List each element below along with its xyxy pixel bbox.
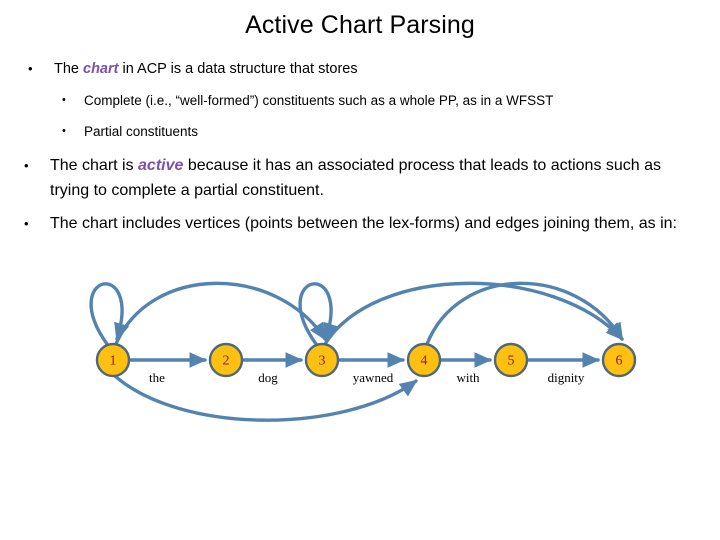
bullet-marker: • [62,125,66,137]
vertices-layer: 1 2 3 4 5 6 [95,342,637,378]
bullet-item-2: • The chart is active because it has an … [24,153,689,203]
bullet-text-segment: because it has an associated process tha… [50,157,662,199]
bullet-text-2: The chart is active because it has an as… [50,153,689,203]
edge-3-to-6 [323,281,624,346]
edge-3-to-3 [298,282,339,346]
vertex-label-3: 3 [319,354,326,369]
vertex-label-5: 5 [508,354,515,369]
word-label-5: dignity [548,370,585,385]
edge-4-to-6 [425,281,624,346]
bullet-item-1b: • Partial constituents [62,121,692,142]
bullet-text-1b: Partial constituents [84,124,199,139]
edges-layer [89,281,624,422]
bullet-item-1a: • Complete (i.e., “well-formed”) constit… [62,90,692,111]
vertex-label-2: 2 [223,354,230,369]
bullet-text-segment: The [54,61,84,77]
vertex-4[interactable]: 4 [406,342,442,378]
vertex-5[interactable]: 5 [493,342,529,378]
vertex-2[interactable]: 2 [208,342,244,378]
vertex-1[interactable]: 1 [95,342,131,378]
bullet-item-3: • The chart includes vertices (points be… [24,211,689,236]
word-label-2: dog [258,370,278,385]
edge-1-to-4 [113,374,418,422]
word-label-1: the [149,370,165,385]
vertex-label-6: 6 [616,354,623,369]
word-label-3: yawned [353,370,394,385]
bullet-marker: • [62,94,66,106]
keyword-chart: chart [83,61,119,77]
word-labels-layer: the dog yawned with dignity [149,370,585,385]
bullet-marker: • [28,61,33,76]
vertex-6[interactable]: 6 [601,342,637,378]
vertex-label-4: 4 [421,354,428,369]
edge-1-to-3 [114,281,327,346]
keyword-active: active [138,157,184,174]
bullet-marker: • [24,216,29,231]
vertex-label-1: 1 [110,354,117,369]
bullet-text-1a: Complete (i.e., “well-formed”) constitue… [84,93,554,108]
chart-diagram: 1 2 3 4 5 6 the dog yawned with dignity [89,281,637,422]
vertex-circle-5[interactable] [493,342,529,378]
vertex-circle-6[interactable] [601,342,637,378]
vertex-circle-3[interactable] [304,342,340,378]
word-label-4: with [456,370,480,385]
bullet-marker: • [24,158,29,173]
vertex-3[interactable]: 3 [304,342,340,378]
bullet-text-1: The chart in ACP is a data structure tha… [54,58,688,80]
bullet-text-3: The chart includes vertices (points betw… [50,215,677,232]
bullet-text-segment: in ACP is a data structure that stores [118,61,358,77]
vertex-circle-4[interactable] [406,342,442,378]
edge-1-to-1 [89,282,130,346]
vertex-circle-2[interactable] [208,342,244,378]
bullet-item-1: • The chart in ACP is a data structure t… [28,58,688,80]
bullet-text-segment: The chart is [50,157,139,174]
vertex-circle-1[interactable] [95,342,131,378]
page-title: Active Chart Parsing [245,11,475,39]
